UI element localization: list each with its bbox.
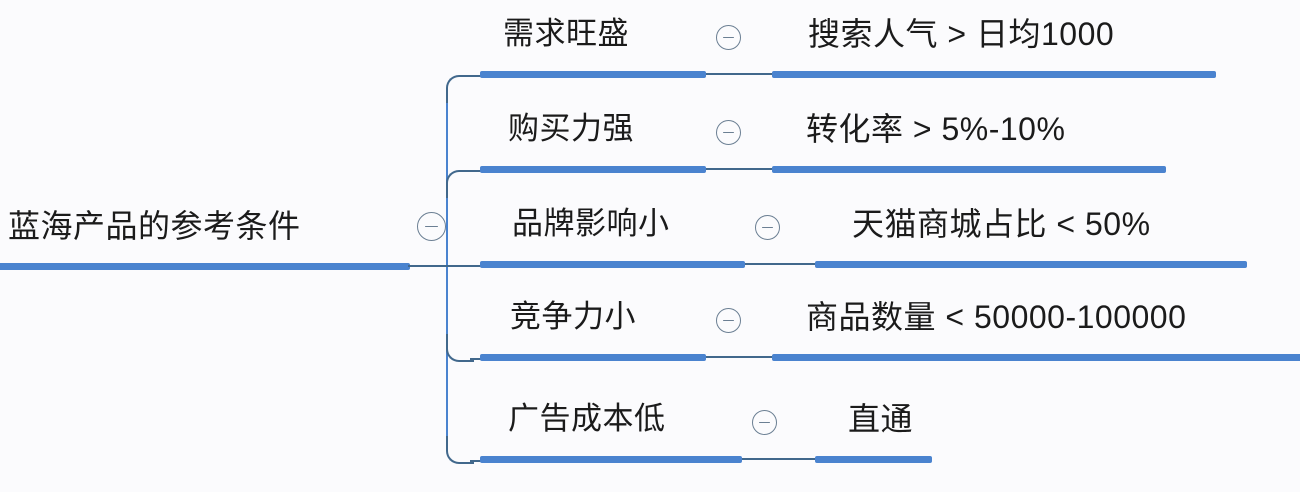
elbow-branch-4 [446,334,474,362]
branch-4-label[interactable]: 竞争力小 [510,299,636,334]
leaf-4-underline [772,354,1300,361]
branch-5-collapse-toggle-icon[interactable] [752,410,777,435]
branch-5-label[interactable]: 广告成本低 [508,401,666,436]
minus-glyph [425,225,438,228]
branch-1-label[interactable]: 需求旺盛 [503,16,629,51]
leaf-3-label[interactable]: 天猫商城占比 < 50% [852,206,1151,242]
leaf-5-underline [815,456,932,463]
connector-branch-5 [470,460,484,462]
elbow-branch-2 [446,170,474,198]
branch-4-to-leaf-connector [706,356,776,358]
leaf-1-label[interactable]: 搜索人气 > 日均1000 [808,16,1115,52]
leaf-1-underline [772,71,1216,78]
branch-2-underline [480,166,706,173]
branch-5-underline [480,456,742,463]
branch-3-label[interactable]: 品牌影响小 [512,206,670,241]
leaf-4-label[interactable]: 商品数量 < 50000-100000 [806,299,1187,335]
branch-1-to-leaf-connector [706,73,776,75]
connector-branch-2 [470,170,484,172]
leaf-2-underline [772,166,1166,173]
branch-4-underline [480,354,706,361]
connector-branch-4 [470,358,484,360]
leaf-5-label[interactable]: 直通 [848,401,914,437]
branch-trunk-line [446,88,448,448]
minus-glyph [759,421,770,424]
connector-branch-1 [470,75,484,77]
connector-branch-3 [446,265,486,267]
root-node-underline [0,263,410,270]
leaf-3-underline [815,261,1247,268]
minus-glyph [723,36,734,39]
branch-2-to-leaf-connector [706,168,776,170]
branch-4-collapse-toggle-icon[interactable] [716,308,741,333]
branch-3-underline [480,261,745,268]
branch-2-label[interactable]: 购买力强 [508,111,634,146]
root-collapse-toggle-icon[interactable] [417,212,446,241]
root-node-label[interactable]: 蓝海产品的参考条件 [8,208,301,244]
branch-1-collapse-toggle-icon[interactable] [716,25,741,50]
elbow-branch-5 [446,436,474,464]
branch-2-collapse-toggle-icon[interactable] [716,120,741,145]
branch-1-underline [480,71,706,78]
branch-5-to-leaf-connector [742,458,817,460]
minus-glyph [723,319,734,322]
branch-3-to-leaf-connector [745,263,820,265]
minus-glyph [762,226,773,229]
leaf-2-label[interactable]: 转化率 > 5%-10% [806,111,1066,147]
elbow-branch-1 [446,75,474,103]
branch-3-collapse-toggle-icon[interactable] [755,215,780,240]
minus-glyph [723,131,734,134]
